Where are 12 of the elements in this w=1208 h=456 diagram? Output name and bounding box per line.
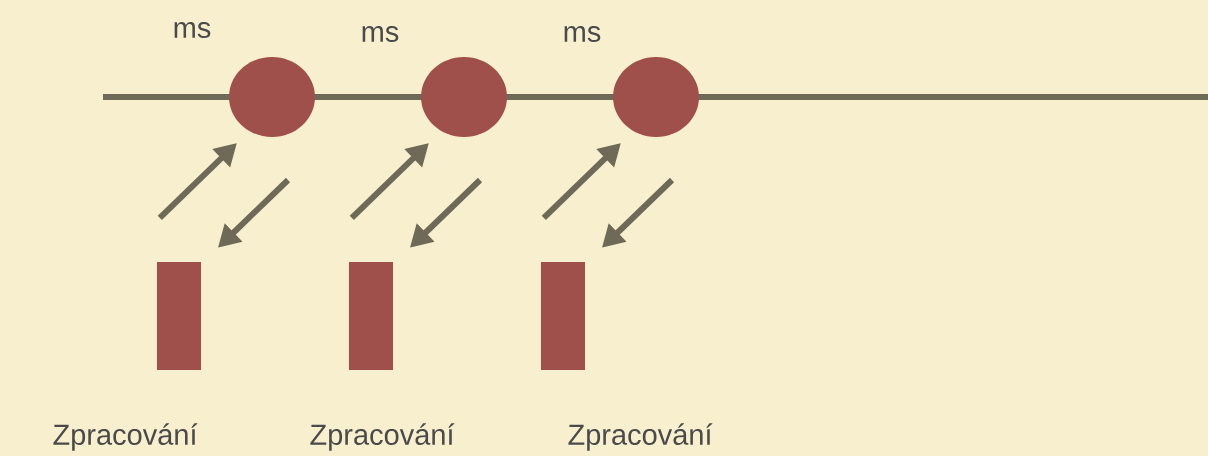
processing-bar xyxy=(349,262,393,370)
event-circle xyxy=(229,57,315,137)
event-circle xyxy=(613,57,699,137)
duration-label: ms xyxy=(362,26,399,42)
bar-caption: Zpracování xyxy=(568,423,713,451)
duration-label: ms xyxy=(564,26,601,42)
event-circle xyxy=(421,57,507,137)
bar-caption: Zpracování xyxy=(53,423,198,451)
duration-label: ms xyxy=(174,22,211,38)
processing-bar xyxy=(157,262,201,370)
bar-caption: Zpracování xyxy=(310,423,455,451)
processing-bar xyxy=(541,262,585,370)
